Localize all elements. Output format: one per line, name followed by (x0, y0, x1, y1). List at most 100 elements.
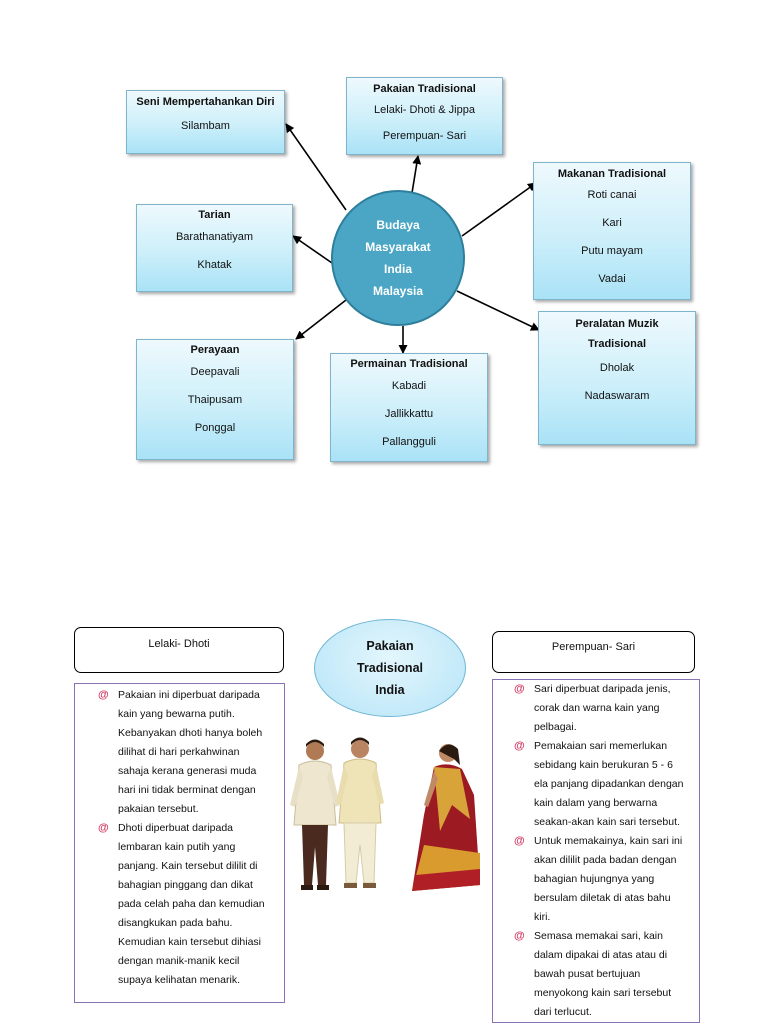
text-line: kain dalam yang berwarna (534, 797, 658, 809)
arrow-tarian (292, 235, 333, 264)
node-item: Kari (602, 217, 622, 229)
node-item: Jallikkattu (384, 408, 434, 420)
node-item: Roti canai (587, 189, 637, 201)
text-line: sahaja kerana generasi muda (118, 765, 257, 777)
node-title: Pakaian Tradisional (373, 83, 476, 95)
node-peralatan-muzik-tradisional: Peralatan Muzik Tradisional Dholak Nadas… (538, 311, 696, 445)
node-item: Putu mayam (581, 245, 643, 257)
text-line: Kebanyakan dhoti hanya boleh (118, 727, 263, 739)
node-item: Kabadi (391, 380, 427, 392)
point-dhoti-2: @ Dhoti diperbuat daripada lembaran kain… (98, 819, 276, 990)
text-line: hari ini tidak berminat dengan (118, 784, 256, 796)
center-node-budaya: Budaya Masyarakat India Malaysia (331, 190, 465, 326)
node-title: Permainan Tradisional (350, 358, 468, 370)
text-line: bahagian hujungnya yang (534, 873, 655, 885)
node-perayaan: Perayaan Deepavali Thaipusam Ponggal (136, 339, 294, 460)
center-line: Budaya (376, 218, 420, 232)
woman-in-sari-figure (412, 744, 480, 891)
center-line: India (383, 262, 412, 276)
node-item: Pallangguli (382, 436, 436, 448)
point-sari-2: @ Pemakaian sari memerlukan sebidang kai… (514, 737, 693, 832)
spiral-bullet-icon: @ (514, 930, 525, 942)
text-line: ela panjang dipadankan dengan (534, 778, 684, 790)
man-in-dhoti-figure (290, 739, 340, 890)
costume-illustration (290, 737, 480, 891)
node-title: Seni Mempertahankan Diri (136, 96, 275, 108)
center-line: Malaysia (372, 284, 424, 298)
text-line: Semasa memakai sari, kain (534, 930, 663, 942)
text-line: disangkukan pada bahu. (118, 917, 233, 929)
arrow-makanan (461, 182, 537, 237)
node-item: Dholak (599, 362, 635, 374)
node-item: Ponggal (194, 422, 236, 434)
node-item: Perempuan- Sari (382, 130, 467, 142)
title-line: Tradisional (357, 661, 423, 675)
title-line: India (375, 683, 405, 697)
panel-sari: @ Sari diperbuat daripada jenis, corak d… (492, 679, 700, 1023)
node-item: Thaipusam (187, 394, 243, 406)
text-line: Dhoti diperbuat daripada (118, 822, 233, 834)
text-line: Untuk memakainya, kain sari ini (534, 835, 683, 847)
text-line: bersulam diletak di atas bahu (534, 892, 671, 904)
text-line: akan dililit pada badan dengan (534, 854, 677, 866)
text-line: corak dan warna kain yang (534, 702, 660, 714)
header-lelaki-dhoti: Lelaki- Dhoti (74, 627, 284, 673)
text-line: supaya kelihatan menarik. (118, 974, 240, 986)
text-line: bawah pusat bertujuan (534, 968, 641, 980)
text-line: dari terlucut. (534, 1006, 592, 1018)
spiral-bullet-icon: @ (98, 689, 109, 701)
text-line: dalam dipakai di atas atau di (534, 949, 668, 961)
text-line: menyokong kain sari tersebut (534, 987, 672, 999)
arrow-seni (285, 123, 347, 211)
node-item: Deepavali (190, 366, 240, 378)
node-item: Silambam (181, 120, 230, 132)
node-tarian: Tarian Barathanatiyam Khatak (136, 204, 293, 292)
text-line: dengan manik-manik kecil (118, 955, 240, 967)
node-title: Perayaan (190, 344, 240, 356)
center-line: Masyarakat (365, 240, 431, 254)
text-line: lembaran kain putih yang (118, 841, 236, 853)
text-line: sebidang kain berukuran 5 - 6 (534, 759, 673, 771)
text-line: kain yang bewarna putih. (118, 708, 235, 720)
node-item: Barathanatiyam (175, 231, 254, 243)
node-item: Nadaswaram (584, 390, 650, 402)
spiral-bullet-icon: @ (514, 740, 525, 752)
header-label: Lelaki- Dhoti (148, 638, 210, 650)
text-line: bahagian pinggang dan dikat (118, 879, 253, 891)
text-line: kiri. (534, 911, 551, 923)
point-dhoti-1: @ Pakaian ini diperbuat daripada kain ya… (98, 686, 276, 819)
node-item: Khatak (197, 259, 232, 271)
arrow-pakaian (411, 155, 422, 194)
text-line: Sari diperbuat daripada jenis, (534, 683, 671, 695)
text-line: panjang. Kain tersebut dililit di (118, 860, 258, 872)
node-item: Lelaki- Dhoti & Jippa (374, 104, 475, 116)
text-line: Pakaian ini diperbuat daripada (118, 689, 260, 701)
arrow-muzik (456, 290, 540, 331)
point-sari-1: @ Sari diperbuat daripada jenis, corak d… (514, 680, 693, 737)
node-title: Peralatan Muzik Tradisional (575, 318, 659, 350)
node-makanan-tradisional: Makanan Tradisional Roti canai Kari Putu… (533, 162, 691, 300)
node-pakaian-tradisional: Pakaian Tradisional Lelaki- Dhoti & Jipp… (346, 77, 503, 155)
title-line: Pakaian (366, 639, 414, 653)
pakaian-title-ellipse: Pakaian Tradisional India (314, 619, 466, 717)
spiral-bullet-icon: @ (514, 683, 525, 695)
node-seni-mempertahankan-diri: Seni Mempertahankan Diri Silambam (126, 90, 285, 154)
panel-dhoti: @ Pakaian ini diperbuat daripada kain ya… (74, 683, 285, 1003)
header-label: Perempuan- Sari (551, 641, 636, 653)
connector-arrows (285, 123, 540, 354)
header-perempuan-sari: Perempuan- Sari (492, 631, 695, 673)
node-title: Makanan Tradisional (557, 168, 667, 180)
text-line: pelbagai. (534, 721, 577, 733)
man-in-kurta-figure (336, 737, 384, 888)
spiral-bullet-icon: @ (514, 835, 525, 847)
node-item: Vadai (598, 273, 626, 285)
text-line: pada celah paha dan kemudian (118, 898, 265, 910)
point-sari-4: @ Semasa memakai sari, kain dalam dipaka… (514, 927, 693, 1022)
node-permainan-tradisional: Permainan Tradisional Kabadi Jallikkattu… (330, 353, 488, 462)
text-line: pakaian tersebut. (118, 803, 199, 815)
node-title: Tarian (198, 209, 231, 221)
text-line: seakan-akan kain sari tersebut. (534, 816, 680, 828)
point-sari-3: @ Untuk memakainya, kain sari ini akan d… (514, 832, 693, 927)
spiral-bullet-icon: @ (98, 822, 109, 834)
arrow-perayaan (295, 299, 347, 340)
